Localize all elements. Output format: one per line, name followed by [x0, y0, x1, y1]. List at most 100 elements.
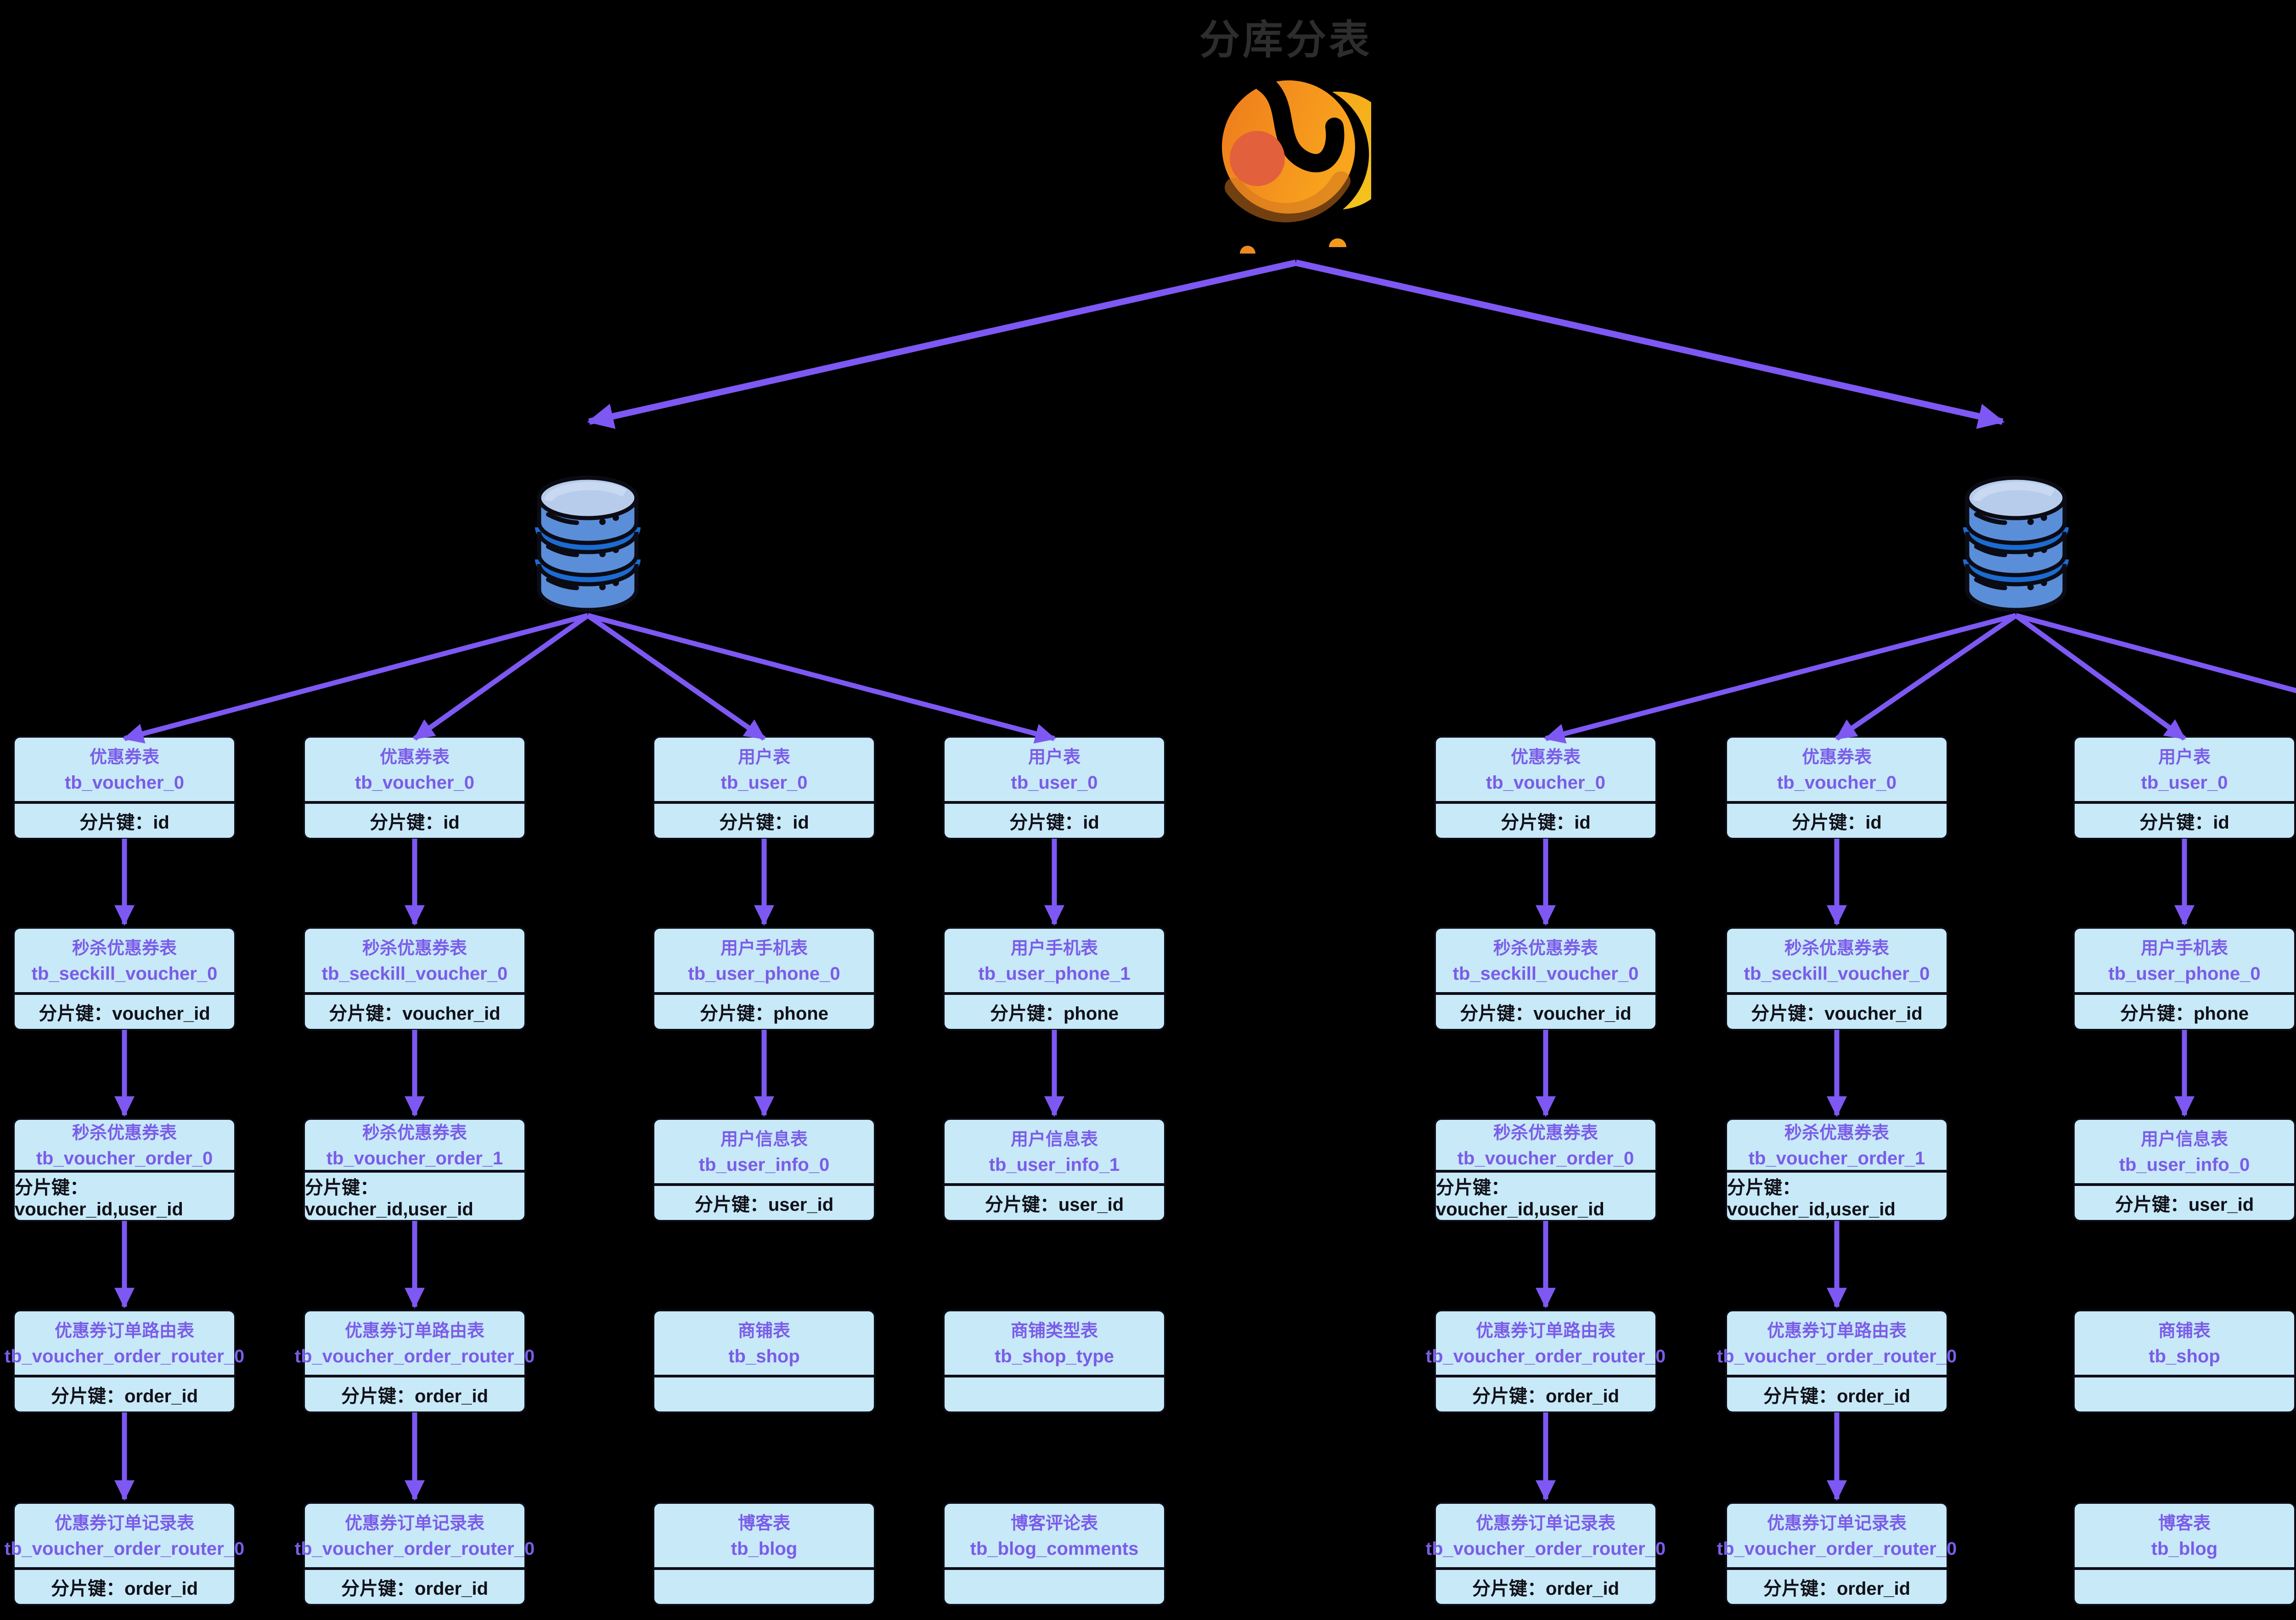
arrow-line: [1544, 613, 2017, 744]
table-name-cn: 秒杀优惠券表: [362, 939, 467, 958]
table-name-en: tb_blog: [2151, 1539, 2218, 1559]
table-name-en: tb_user_info_1: [989, 1155, 1120, 1175]
table-box: 商铺表 tb_shop: [653, 1310, 876, 1413]
table-box-header: 优惠券订单记录表 tb_voucher_order_router_0: [5, 1504, 244, 1567]
table-shard-key: 分片键：voucher_id: [1436, 992, 1655, 1029]
table-box: 优惠券订单路由表 tb_voucher_order_router_0 分片键：o…: [1717, 1310, 1957, 1413]
arrow-line: [1835, 613, 2018, 741]
table-shard-key: 分片键：id: [654, 801, 874, 838]
table-name-cn: 用户手机表: [720, 939, 808, 958]
table-box: 优惠券表 tb_voucher_0 分片键：id: [13, 736, 236, 840]
arrow-line: [2014, 613, 2186, 741]
arrow-line: [586, 613, 766, 741]
table-box-header: 秒杀优惠券表 tb_voucher_order_0: [15, 1120, 234, 1170]
table-name-cn: 优惠券订单记录表: [54, 1514, 194, 1533]
table-shard-key: [2075, 1567, 2294, 1604]
table-name-cn: 优惠券订单记录表: [1475, 1514, 1615, 1533]
table-box-header: 秒杀优惠券表 tb_voucher_order_1: [1727, 1120, 1947, 1170]
table-name-cn: 用户表: [1028, 748, 1080, 767]
table-name-cn: 优惠券表: [1510, 748, 1581, 767]
table-name-en: tb_voucher_order_router_0: [4, 1539, 245, 1559]
table-box-header: 优惠券订单路由表 tb_voucher_order_router_0: [5, 1311, 244, 1375]
table-name-cn: 用户表: [737, 748, 790, 767]
table-name-cn: 优惠券订单记录表: [1767, 1514, 1907, 1533]
table-box: 秒杀优惠券表 tb_voucher_order_0 分片键：voucher_id…: [1434, 1118, 1657, 1222]
table-box: 用户表 tb_user_0 分片键：id: [2073, 736, 2296, 840]
arrow-line: [587, 613, 1056, 744]
table-name-cn: 商铺类型表: [1010, 1321, 1098, 1341]
table-box-header: 商铺表 tb_shop: [2075, 1311, 2294, 1375]
table-name-en: tb_shop_type: [994, 1346, 1114, 1366]
table-name-en: tb_voucher_order_router_0: [294, 1346, 535, 1366]
arrow-line: [587, 260, 1297, 429]
table-box: 优惠券订单路由表 tb_voucher_order_router_0 分片键：o…: [1426, 1310, 1666, 1413]
table-name-en: tb_user_phone_0: [688, 964, 840, 984]
table-box: 用户表 tb_user_0 分片键：id: [943, 736, 1166, 840]
table-name-en: tb_blog_comments: [970, 1539, 1139, 1559]
table-box: 用户手机表 tb_user_phone_0 分片键：phone: [2073, 927, 2296, 1031]
table-name-cn: 优惠券表: [379, 748, 450, 767]
table-shard-key: 分片键：order_id: [1727, 1375, 1947, 1411]
table-name-en: tb_user_0: [1011, 773, 1098, 793]
table-name-cn: 优惠券订单记录表: [344, 1514, 484, 1533]
table-box: 秒杀优惠券表 tb_voucher_order_1 分片键：voucher_id…: [303, 1118, 526, 1222]
table-name-en: tb_voucher_order_0: [1457, 1148, 1634, 1168]
table-box-header: 优惠券订单记录表 tb_voucher_order_router_0: [1717, 1504, 1957, 1567]
table-name-en: tb_shop: [728, 1346, 800, 1366]
table-box-header: 用户表 tb_user_0: [654, 738, 874, 801]
table-box: 博客评论表 tb_blog_comments: [943, 1502, 1166, 1606]
arrow-line: [123, 613, 589, 744]
table-box: 用户信息表 tb_user_info_1 分片键：user_id: [943, 1118, 1166, 1222]
table-name-cn: 用户信息表: [720, 1130, 808, 1149]
table-box: 优惠券表 tb_voucher_0 分片键：id: [1434, 736, 1657, 840]
table-shard-key: [654, 1567, 874, 1604]
table-name-en: tb_voucher_order_router_0: [1716, 1346, 1957, 1366]
table-shard-key: [2075, 1375, 2294, 1411]
table-box-header: 博客表 tb_blog: [654, 1504, 874, 1567]
table-box-header: 用户信息表 tb_user_info_1: [945, 1120, 1164, 1183]
table-box-header: 优惠券表 tb_voucher_0: [1436, 738, 1655, 801]
table-name-en: tb_voucher_order_1: [1748, 1148, 1925, 1168]
table-shard-key: 分片键：id: [2075, 801, 2294, 838]
arrow-line: [413, 613, 590, 741]
table-box-header: 优惠券订单路由表 tb_voucher_order_router_0: [1717, 1311, 1957, 1375]
arrow-line: [1295, 260, 2005, 429]
table-box: 博客表 tb_blog: [653, 1502, 876, 1606]
page-title: 分库分表: [1199, 17, 1372, 62]
table-box-header: 用户信息表 tb_user_info_0: [2075, 1120, 2294, 1183]
table-name-cn: 优惠券订单路由表: [54, 1321, 194, 1341]
table-shard-key: 分片键：voucher_id: [15, 992, 234, 1029]
table-box: 优惠券订单路由表 tb_voucher_order_router_0 分片键：o…: [295, 1310, 535, 1413]
table-shard-key: 分片键：phone: [654, 992, 874, 1029]
table-name-en: tb_user_0: [720, 773, 808, 793]
table-name-en: tb_voucher_order_router_0: [4, 1346, 245, 1366]
table-box-header: 秒杀优惠券表 tb_seckill_voucher_0: [1727, 929, 1947, 992]
table-box: 优惠券表 tb_voucher_0 分片键：id: [1725, 736, 1948, 840]
table-name-en: tb_seckill_voucher_0: [321, 964, 508, 984]
table-box: 用户信息表 tb_user_info_0 分片键：user_id: [653, 1118, 876, 1222]
table-box-header: 博客评论表 tb_blog_comments: [945, 1504, 1164, 1567]
table-box: 用户信息表 tb_user_info_0 分片键：user_id: [2073, 1118, 2296, 1222]
table-box: 秒杀优惠券表 tb_seckill_voucher_0 分片键：voucher_…: [13, 927, 236, 1031]
table-name-cn: 秒杀优惠券表: [72, 939, 177, 958]
table-shard-key: 分片键：voucher_id,user_id: [305, 1170, 524, 1220]
table-name-cn: 优惠券订单路由表: [1767, 1321, 1907, 1341]
table-name-en: tb_voucher_order_router_0: [1716, 1539, 1957, 1559]
table-shard-key: [945, 1375, 1164, 1411]
table-shard-key: 分片键：user_id: [945, 1183, 1164, 1220]
database-icon-left: [535, 475, 641, 612]
table-name-en: tb_user_phone_0: [2108, 964, 2261, 984]
table-box-header: 秒杀优惠券表 tb_seckill_voucher_0: [305, 929, 524, 992]
table-box-header: 优惠券表 tb_voucher_0: [1727, 738, 1947, 801]
table-box-header: 秒杀优惠券表 tb_seckill_voucher_0: [1436, 929, 1655, 992]
table-shard-key: 分片键：user_id: [654, 1183, 874, 1220]
table-name-en: tb_user_0: [2141, 773, 2228, 793]
table-box-header: 秒杀优惠券表 tb_voucher_order_0: [1436, 1120, 1655, 1170]
table-box: 秒杀优惠券表 tb_seckill_voucher_0 分片键：voucher_…: [1434, 927, 1657, 1031]
table-box-header: 商铺类型表 tb_shop_type: [945, 1311, 1164, 1375]
table-box-header: 优惠券订单记录表 tb_voucher_order_router_0: [1426, 1504, 1666, 1567]
table-box: 优惠券订单记录表 tb_voucher_order_router_0 分片键：o…: [5, 1502, 244, 1606]
table-box-header: 优惠券表 tb_voucher_0: [305, 738, 524, 801]
table-box-header: 用户手机表 tb_user_phone_0: [2075, 929, 2294, 992]
